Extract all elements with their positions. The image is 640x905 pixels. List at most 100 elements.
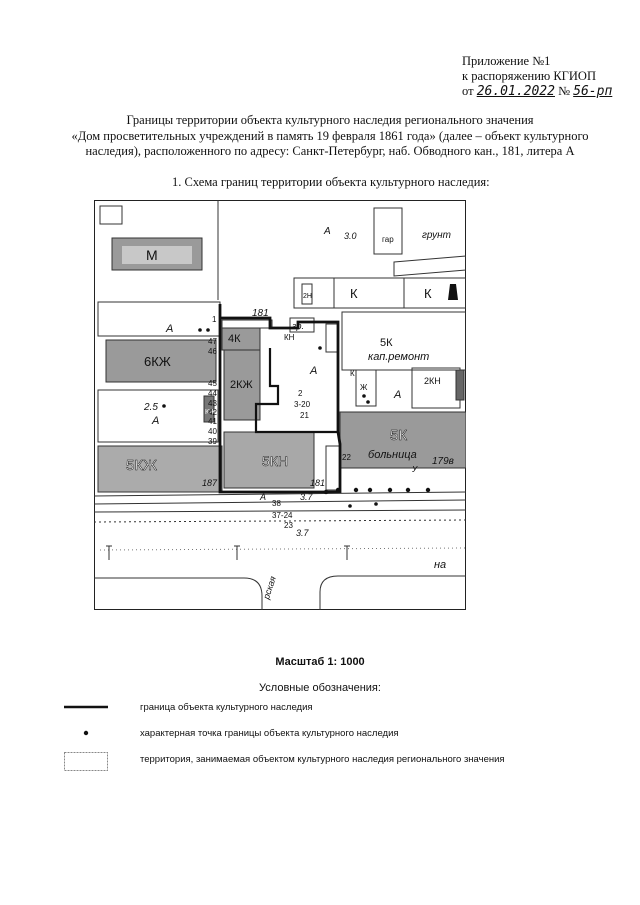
section-heading: 1. Схема границ территории объекта культ… — [172, 175, 490, 189]
map-label-a-top-val: 3.0 — [344, 231, 357, 241]
map-label-5k-right: 5К — [390, 427, 407, 444]
appendix-date: 26.01.2022 — [476, 84, 555, 99]
map-scale: Масштаб 1: 1000 — [275, 656, 365, 668]
point-42: 42 — [208, 408, 217, 417]
map-building-6kzh — [105, 339, 217, 383]
appendix-from: от — [462, 84, 474, 98]
point-46: 46 — [208, 347, 217, 356]
map-label-179v: 179в — [432, 456, 454, 467]
appendix-block: Приложение №1 к распоряжению КГИОП от 26… — [462, 54, 632, 99]
map-building-gr — [289, 317, 315, 333]
map-label-k-small: К — [350, 369, 355, 378]
point-39: 39 — [208, 437, 217, 446]
map-embankment-line — [94, 491, 466, 497]
title-line1: Границы территории объекта культурного н… — [126, 113, 534, 127]
map-building-garage — [373, 207, 403, 255]
map-building-small — [455, 369, 465, 401]
appendix-num-sign: № — [558, 84, 571, 98]
appendix-line1: Приложение №1 — [462, 54, 551, 68]
map-label-m: М — [146, 247, 158, 263]
map-label-187: 187 — [202, 478, 218, 488]
map-label-5k-top: 5К — [380, 337, 393, 349]
map-building — [355, 369, 377, 407]
map-building-fill — [122, 246, 192, 264]
map-label-garage: гар — [382, 235, 394, 244]
map-label-grunt: грунт — [422, 230, 451, 241]
map-label-181-bot: 181 — [310, 478, 325, 488]
legend-text: территория, занимаемая объектом культурн… — [140, 754, 505, 765]
map-embankment-line — [94, 499, 466, 505]
map-embankment-line — [94, 519, 466, 523]
map-label-6kzh: 6КЖ — [144, 354, 171, 369]
map-building-2kzh — [223, 349, 261, 421]
map-label-a-right: А — [393, 389, 401, 401]
point-22: 22 — [342, 453, 351, 462]
point-41: 41 — [208, 417, 217, 426]
point-1: 1 — [212, 315, 217, 324]
legend-dot-symbol — [83, 730, 89, 736]
point-43: 43 — [208, 399, 217, 408]
point-44: 44 — [208, 389, 217, 398]
point-23: 23 — [284, 521, 293, 530]
object-boundary-line — [218, 304, 342, 494]
map-label-181-top: 181 — [252, 308, 269, 319]
title-line3: наследия), расположенного по адресу: Сан… — [85, 144, 575, 158]
map-label-kzh: КЖ — [205, 409, 216, 416]
map-label-a-mid: А — [309, 365, 317, 377]
legend-text: граница объекта культурного наследия — [140, 702, 313, 713]
map-label-5kzh: 5КЖ — [126, 457, 157, 474]
appendix-date-line: от 26.01.2022 № 56-рп — [462, 84, 632, 99]
map-label-kn: КН — [284, 333, 295, 342]
map-fence — [393, 255, 466, 277]
map-lamp-icons — [106, 545, 350, 560]
map-building — [99, 205, 123, 225]
map-building — [97, 389, 219, 443]
map-label-2n: 2Н — [303, 293, 312, 300]
map-label-a-left: А — [165, 323, 173, 335]
point-40: 40 — [208, 427, 217, 436]
map-label-kap-remont: кап.ремонт — [368, 351, 429, 363]
document-title: Границы территории объекта культурного н… — [40, 113, 620, 160]
point-38: 38 — [272, 499, 281, 508]
title-line2: «Дом просветительных учреждений в память… — [71, 128, 589, 143]
point-37-24: 37-24 — [272, 511, 293, 520]
map-label-2kn: 2КН — [424, 376, 441, 386]
appendix-number: 56-рп — [573, 84, 613, 99]
map-building-5k-top — [341, 311, 466, 371]
object-inner-boundary — [254, 348, 338, 434]
map-label-3-7b: 3.7 — [296, 528, 310, 538]
point-21: 21 — [300, 411, 309, 420]
map-tree-icon — [448, 284, 458, 300]
map-label-bolnitsa: больница — [368, 449, 417, 461]
map-building-2n — [301, 283, 313, 305]
map-label-2-5: 2.5 — [143, 402, 158, 413]
legend-line-symbol — [64, 705, 108, 709]
map-label-zh: Ж — [360, 383, 368, 392]
map-road-edge — [94, 577, 263, 610]
boundary-points — [162, 328, 431, 508]
map-building-5k-right — [339, 411, 466, 469]
map-label-a-bot: А — [259, 492, 266, 502]
map-label-y: У — [411, 465, 418, 474]
point-47: 47 — [208, 337, 217, 346]
map-building-5kzh — [97, 445, 223, 493]
map-building-kzh — [203, 395, 215, 423]
map-label-2kzh: 2КЖ — [230, 379, 253, 391]
map-label-k1: К — [350, 286, 358, 301]
map-label-4k: 4К — [228, 333, 241, 345]
point-2: 2 — [298, 389, 303, 398]
map-building-k — [293, 277, 466, 309]
legend-title: Условные обозначения: — [259, 682, 381, 694]
map-label-5kn: 5КН — [262, 453, 288, 469]
point-45: 45 — [208, 379, 217, 388]
legend-box-symbol — [64, 752, 108, 771]
map-label-na: на — [434, 559, 446, 571]
map-label-gr: гр. — [292, 321, 304, 331]
appendix-line2: к распоряжению КГИОП — [462, 69, 596, 83]
map-svg: А 3.0 грунт гар М 181 К К 2Н А 4К гр. КН… — [94, 200, 466, 610]
map-embankment-line — [94, 509, 466, 513]
point-3-20: 3-20 — [294, 400, 311, 409]
boundary-scheme-map: А 3.0 грунт гар М 181 К К 2Н А 4К гр. КН… — [94, 200, 466, 610]
map-label-a-top: А — [323, 226, 331, 237]
map-road-edge — [319, 575, 466, 610]
